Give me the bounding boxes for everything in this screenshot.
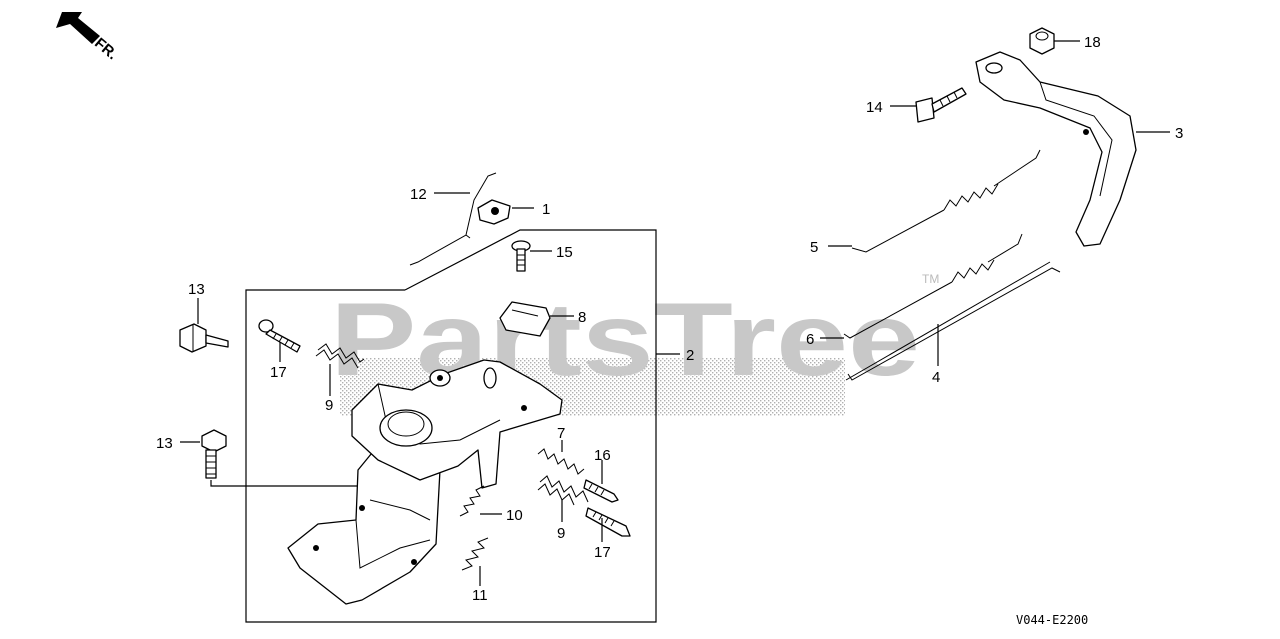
callout-4: 4 (932, 369, 940, 386)
callout-17a: 17 (270, 364, 287, 381)
callout-6: 6 (806, 331, 814, 348)
part-13-bolt-b (201, 429, 365, 487)
part-8-plate (499, 301, 551, 337)
part-16-screw (583, 479, 619, 503)
callout-13b: 13 (156, 435, 173, 452)
callout-16: 16 (594, 447, 611, 464)
callout-15: 15 (556, 244, 573, 261)
callout-9a: 9 (325, 397, 333, 414)
callout-9b: 9 (557, 525, 565, 542)
callout-labels: 1 2 3 4 5 6 7 8 9 9 10 11 12 13 13 14 15… (156, 34, 1183, 604)
part-15-bolt (511, 240, 531, 272)
front-arrow-icon (56, 12, 100, 44)
watermark-brand-text: PartsTree (330, 282, 920, 398)
callout-12: 12 (410, 186, 427, 203)
part-9-spring-b (537, 475, 589, 506)
callout-5: 5 (810, 239, 818, 256)
part-1-clip (477, 199, 511, 225)
governor-assembly-box (245, 229, 680, 623)
callout-11: 11 (472, 587, 488, 604)
part-5-rod (851, 149, 1041, 253)
callout-2: 2 (686, 347, 694, 364)
part-10-spring (459, 485, 485, 517)
part-3-arm (975, 51, 1137, 247)
diagram-code: V044-E2200 (1016, 613, 1088, 627)
part-9-spring-a (315, 343, 365, 369)
part-2-control-base (287, 359, 563, 605)
part-13-bolt-a (179, 323, 229, 353)
part-4-rod (845, 261, 1061, 381)
part-6-rod (843, 233, 1023, 339)
leader-lines (180, 40, 1170, 586)
callout-7: 7 (557, 425, 565, 442)
part-14-bolt (915, 87, 967, 123)
callout-3: 3 (1175, 125, 1183, 142)
callout-13a: 13 (188, 281, 205, 298)
part-17-screw-a (258, 319, 301, 353)
part-18-nut (1029, 27, 1055, 55)
callout-17b: 17 (594, 544, 611, 561)
watermark: PartsTree TM (330, 272, 939, 416)
callout-18: 18 (1084, 34, 1101, 51)
callout-10: 10 (506, 507, 523, 524)
part-11-spring (461, 537, 489, 571)
watermark-tm: TM (922, 272, 939, 286)
callout-8: 8 (578, 309, 586, 326)
part-17-screw-b (585, 507, 631, 537)
front-arrow: FR. (56, 12, 121, 63)
callout-14: 14 (866, 99, 883, 116)
callout-1: 1 (542, 201, 550, 218)
part-7-spring (537, 448, 585, 475)
part-12-rod (409, 172, 497, 266)
